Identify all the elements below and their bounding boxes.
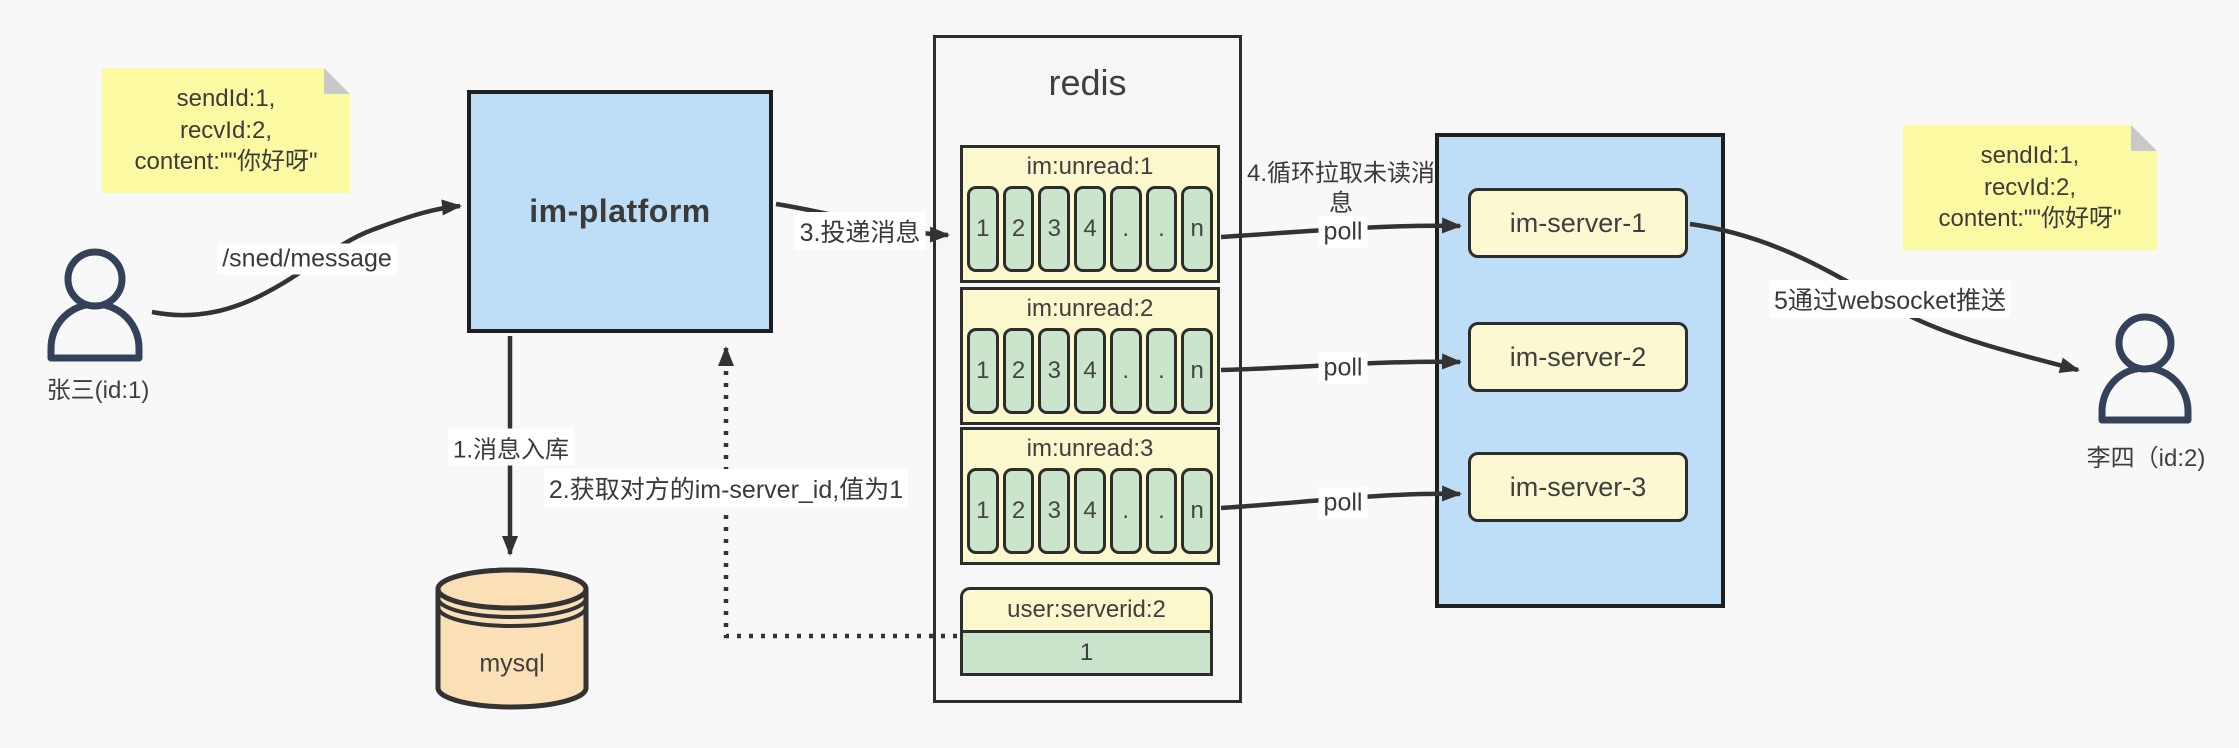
queue-im-unread-1: im:unread:1 1 2 3 4 . . n xyxy=(960,145,1220,283)
queue-title: im:unread:2 xyxy=(1026,295,1154,322)
queue-cell: . xyxy=(1145,186,1178,272)
step1-label: 1.消息入库 xyxy=(447,428,575,466)
poll-label-1: poll xyxy=(1318,216,1368,248)
actor-sender xyxy=(38,246,152,362)
step5-label: 5通过websocket推送 xyxy=(1768,280,2012,318)
im-platform-node: im-platform xyxy=(467,90,773,333)
request-payload-note-right: sendId:1, recvId:2, content:""你好呀" xyxy=(1903,125,2157,250)
person-icon xyxy=(47,248,143,362)
queue-cell: 3 xyxy=(1038,328,1071,414)
actor-receiver xyxy=(2090,312,2200,424)
im-server-2-node: im-server-2 xyxy=(1468,322,1688,392)
person-icon xyxy=(2098,313,2192,424)
mysql-database-node xyxy=(433,565,591,715)
kv-value-cell: 1 xyxy=(960,630,1213,676)
queue-cells: 1 2 3 4 . . n xyxy=(967,186,1214,272)
queue-cell: 1 xyxy=(967,468,999,554)
queue-im-unread-3: im:unread:3 1 2 3 4 . . n xyxy=(960,427,1220,565)
queue-cell: . xyxy=(1145,328,1178,414)
kv-key-label: user:serverid:2 xyxy=(960,587,1213,633)
queue-cell: 2 xyxy=(1002,468,1035,554)
im-server-3-node: im-server-3 xyxy=(1468,452,1688,522)
sender-name-label: 张三(id:1) xyxy=(46,377,150,404)
queue-cell: 3 xyxy=(1038,186,1071,272)
queue-cell: 4 xyxy=(1074,328,1106,414)
queue-cells: 1 2 3 4 . . n xyxy=(967,328,1214,414)
request-payload-note-left: sendId:1, recvId:2, content:""你好呀" xyxy=(102,68,350,193)
queue-cell: n xyxy=(1181,328,1214,414)
step3-label: 3.投递消息 xyxy=(794,212,926,250)
mysql-label: mysql xyxy=(479,649,545,678)
queue-cell: n xyxy=(1181,186,1214,272)
queue-cell: . xyxy=(1109,328,1142,414)
queue-cell: n xyxy=(1181,468,1214,554)
queue-cell: 3 xyxy=(1038,468,1071,554)
queue-title: im:unread:1 xyxy=(1026,153,1154,180)
receiver-name-label: 李四（id:2) xyxy=(2086,445,2206,472)
queue-cell: 1 xyxy=(967,186,999,272)
kv-user-serverid: user:serverid:2 1 xyxy=(960,587,1213,676)
queue-cell: 4 xyxy=(1074,468,1106,554)
queue-cell: . xyxy=(1145,468,1178,554)
send-message-edge-label: /sned/message xyxy=(217,243,397,275)
queue-im-unread-2: im:unread:2 1 2 3 4 . . n xyxy=(960,287,1220,425)
poll-label-2: poll xyxy=(1318,352,1368,384)
queue-cells: 1 2 3 4 . . n xyxy=(967,468,1214,554)
queue-cell: . xyxy=(1109,186,1142,272)
queue-cell: 1 xyxy=(967,328,999,414)
queue-cell: 2 xyxy=(1002,186,1035,272)
queue-cell: . xyxy=(1109,468,1142,554)
queue-cell: 2 xyxy=(1002,328,1035,414)
queue-title: im:unread:3 xyxy=(1026,435,1154,462)
queue-cell: 4 xyxy=(1074,186,1106,272)
im-server-1-node: im-server-1 xyxy=(1468,188,1688,258)
database-cylinder-icon xyxy=(435,567,589,710)
step4-label: 4.循环拉取未读消息 xyxy=(1246,160,1435,217)
step2-label: 2.获取对方的im-server_id,值为1 xyxy=(543,469,909,507)
redis-title: redis xyxy=(1048,62,1127,103)
poll-label-3: poll xyxy=(1318,487,1368,519)
im-platform-label: im-platform xyxy=(529,193,711,229)
